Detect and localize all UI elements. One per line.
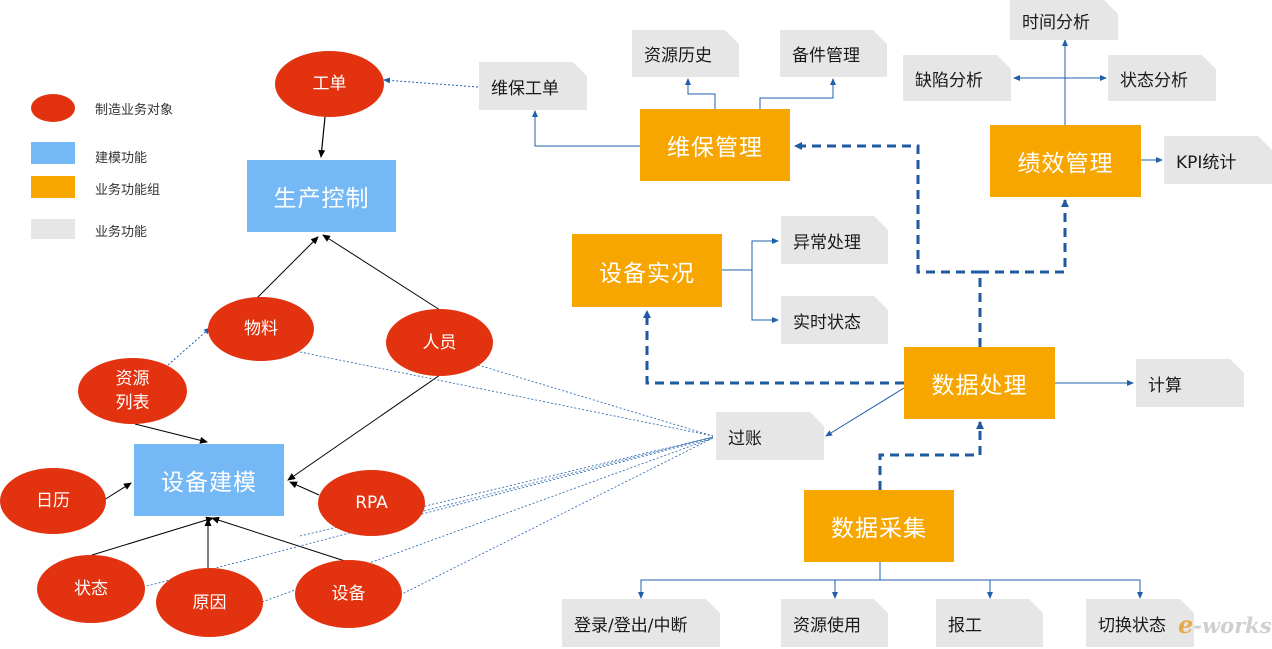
legend-object-label: 制造业务对象	[95, 103, 174, 118]
edge-equipment-live-to-exception	[722, 238, 779, 271]
edge-maintenance-workorder-to-workorder	[383, 77, 479, 88]
node-rpa: RPA	[318, 470, 425, 536]
node-maintenance-workorder: 维保工单	[479, 62, 587, 110]
node-reason: 原因	[156, 568, 263, 637]
node-defect-analysis: 缺陷分析	[903, 55, 1011, 101]
node-production-control: 生产控制	[247, 160, 396, 232]
node-resource-list: 资源 列表	[78, 358, 187, 424]
edge-equipment-live-to-realtime	[751, 270, 779, 323]
link-material-to-posting	[299, 351, 714, 437]
edge-equipment-to-equipment-modeling	[211, 516, 349, 563]
node-spare-parts: 备件管理	[780, 30, 887, 77]
node-maintenance-mgmt: 维保管理	[640, 109, 790, 181]
edge-data-collection-to-switch-status	[990, 579, 1143, 599]
edge-personnel-to-equipment-modeling	[287, 374, 441, 481]
edge-data-collection-trunk	[638, 562, 881, 599]
edge-material-to-production-control	[256, 236, 319, 299]
edge-data-collection-to-report-work	[880, 579, 993, 599]
edge-maintenance-to-resource-history	[685, 78, 716, 109]
flow-collection-to-processing	[878, 421, 984, 490]
link-equipment-to-posting	[399, 437, 714, 596]
legend-group-label: 业务功能组	[95, 183, 161, 198]
node-exception-handling: 异常处理	[781, 216, 888, 264]
legend-function-label: 业务功能	[95, 225, 148, 240]
edge-status-to-equipment-modeling	[91, 516, 214, 556]
legend-group-swatch	[31, 176, 75, 198]
flow-processing-to-performance	[980, 199, 1069, 274]
edge-calendar-to-equipment-modeling	[103, 482, 132, 501]
legend-function-swatch	[31, 219, 75, 239]
node-kpi-stats: KPI统计	[1164, 136, 1272, 184]
node-time-analysis: 时间分析	[1010, 0, 1118, 40]
node-performance-mgmt: 绩效管理	[990, 125, 1141, 197]
edge-data-processing-to-posting	[825, 387, 905, 437]
node-status: 状态	[37, 555, 145, 623]
edge-maintenance-to-maintenance-workorder	[532, 110, 640, 147]
link-personnel-to-posting	[477, 364, 714, 437]
node-data-collection: 数据采集	[804, 490, 954, 562]
node-resource-usage: 资源使用	[781, 599, 888, 647]
edge-personnel-to-production-control	[322, 234, 441, 311]
node-equipment-modeling: 设备建模	[134, 444, 284, 516]
eworks-watermark-logo: e-works	[1178, 610, 1272, 639]
link-rpa-to-posting	[419, 436, 714, 513]
node-resource-history: 资源历史	[632, 30, 739, 77]
edge-workorder-to-production-control	[318, 116, 326, 158]
node-equipment-live: 设备实况	[572, 234, 722, 307]
node-calendar: 日历	[0, 468, 106, 534]
edge-rpa-to-equipment-modeling	[289, 481, 320, 496]
node-state-analysis: 状态分析	[1108, 55, 1216, 101]
flow-processing-to-equipment-live	[643, 310, 904, 385]
link-calendar-to-posting	[299, 436, 714, 537]
node-equipment: 设备	[295, 560, 402, 628]
node-personnel: 人员	[386, 309, 493, 376]
legend-modeling-swatch	[31, 142, 75, 164]
node-material: 物料	[208, 297, 314, 361]
node-posting: 过账	[716, 412, 824, 460]
node-login-logout: 登录/登出/中断	[562, 599, 720, 647]
node-report-work: 报工	[936, 599, 1043, 647]
node-calculation: 计算	[1136, 359, 1244, 407]
node-switch-status: 切换状态	[1086, 599, 1194, 647]
edge-resource-list-to-equipment-modeling	[134, 423, 208, 444]
edge-resource-list-to-material	[167, 327, 211, 366]
edge-maintenance-to-spare-parts	[759, 78, 836, 109]
legend-modeling-label: 建模功能	[95, 151, 148, 166]
node-workorder: 工单	[275, 51, 384, 117]
legend-object-swatch	[31, 94, 75, 122]
flow-processing-to-maintenance	[794, 142, 982, 347]
node-data-processing: 数据处理	[904, 347, 1055, 419]
node-realtime-status: 实时状态	[781, 296, 888, 344]
